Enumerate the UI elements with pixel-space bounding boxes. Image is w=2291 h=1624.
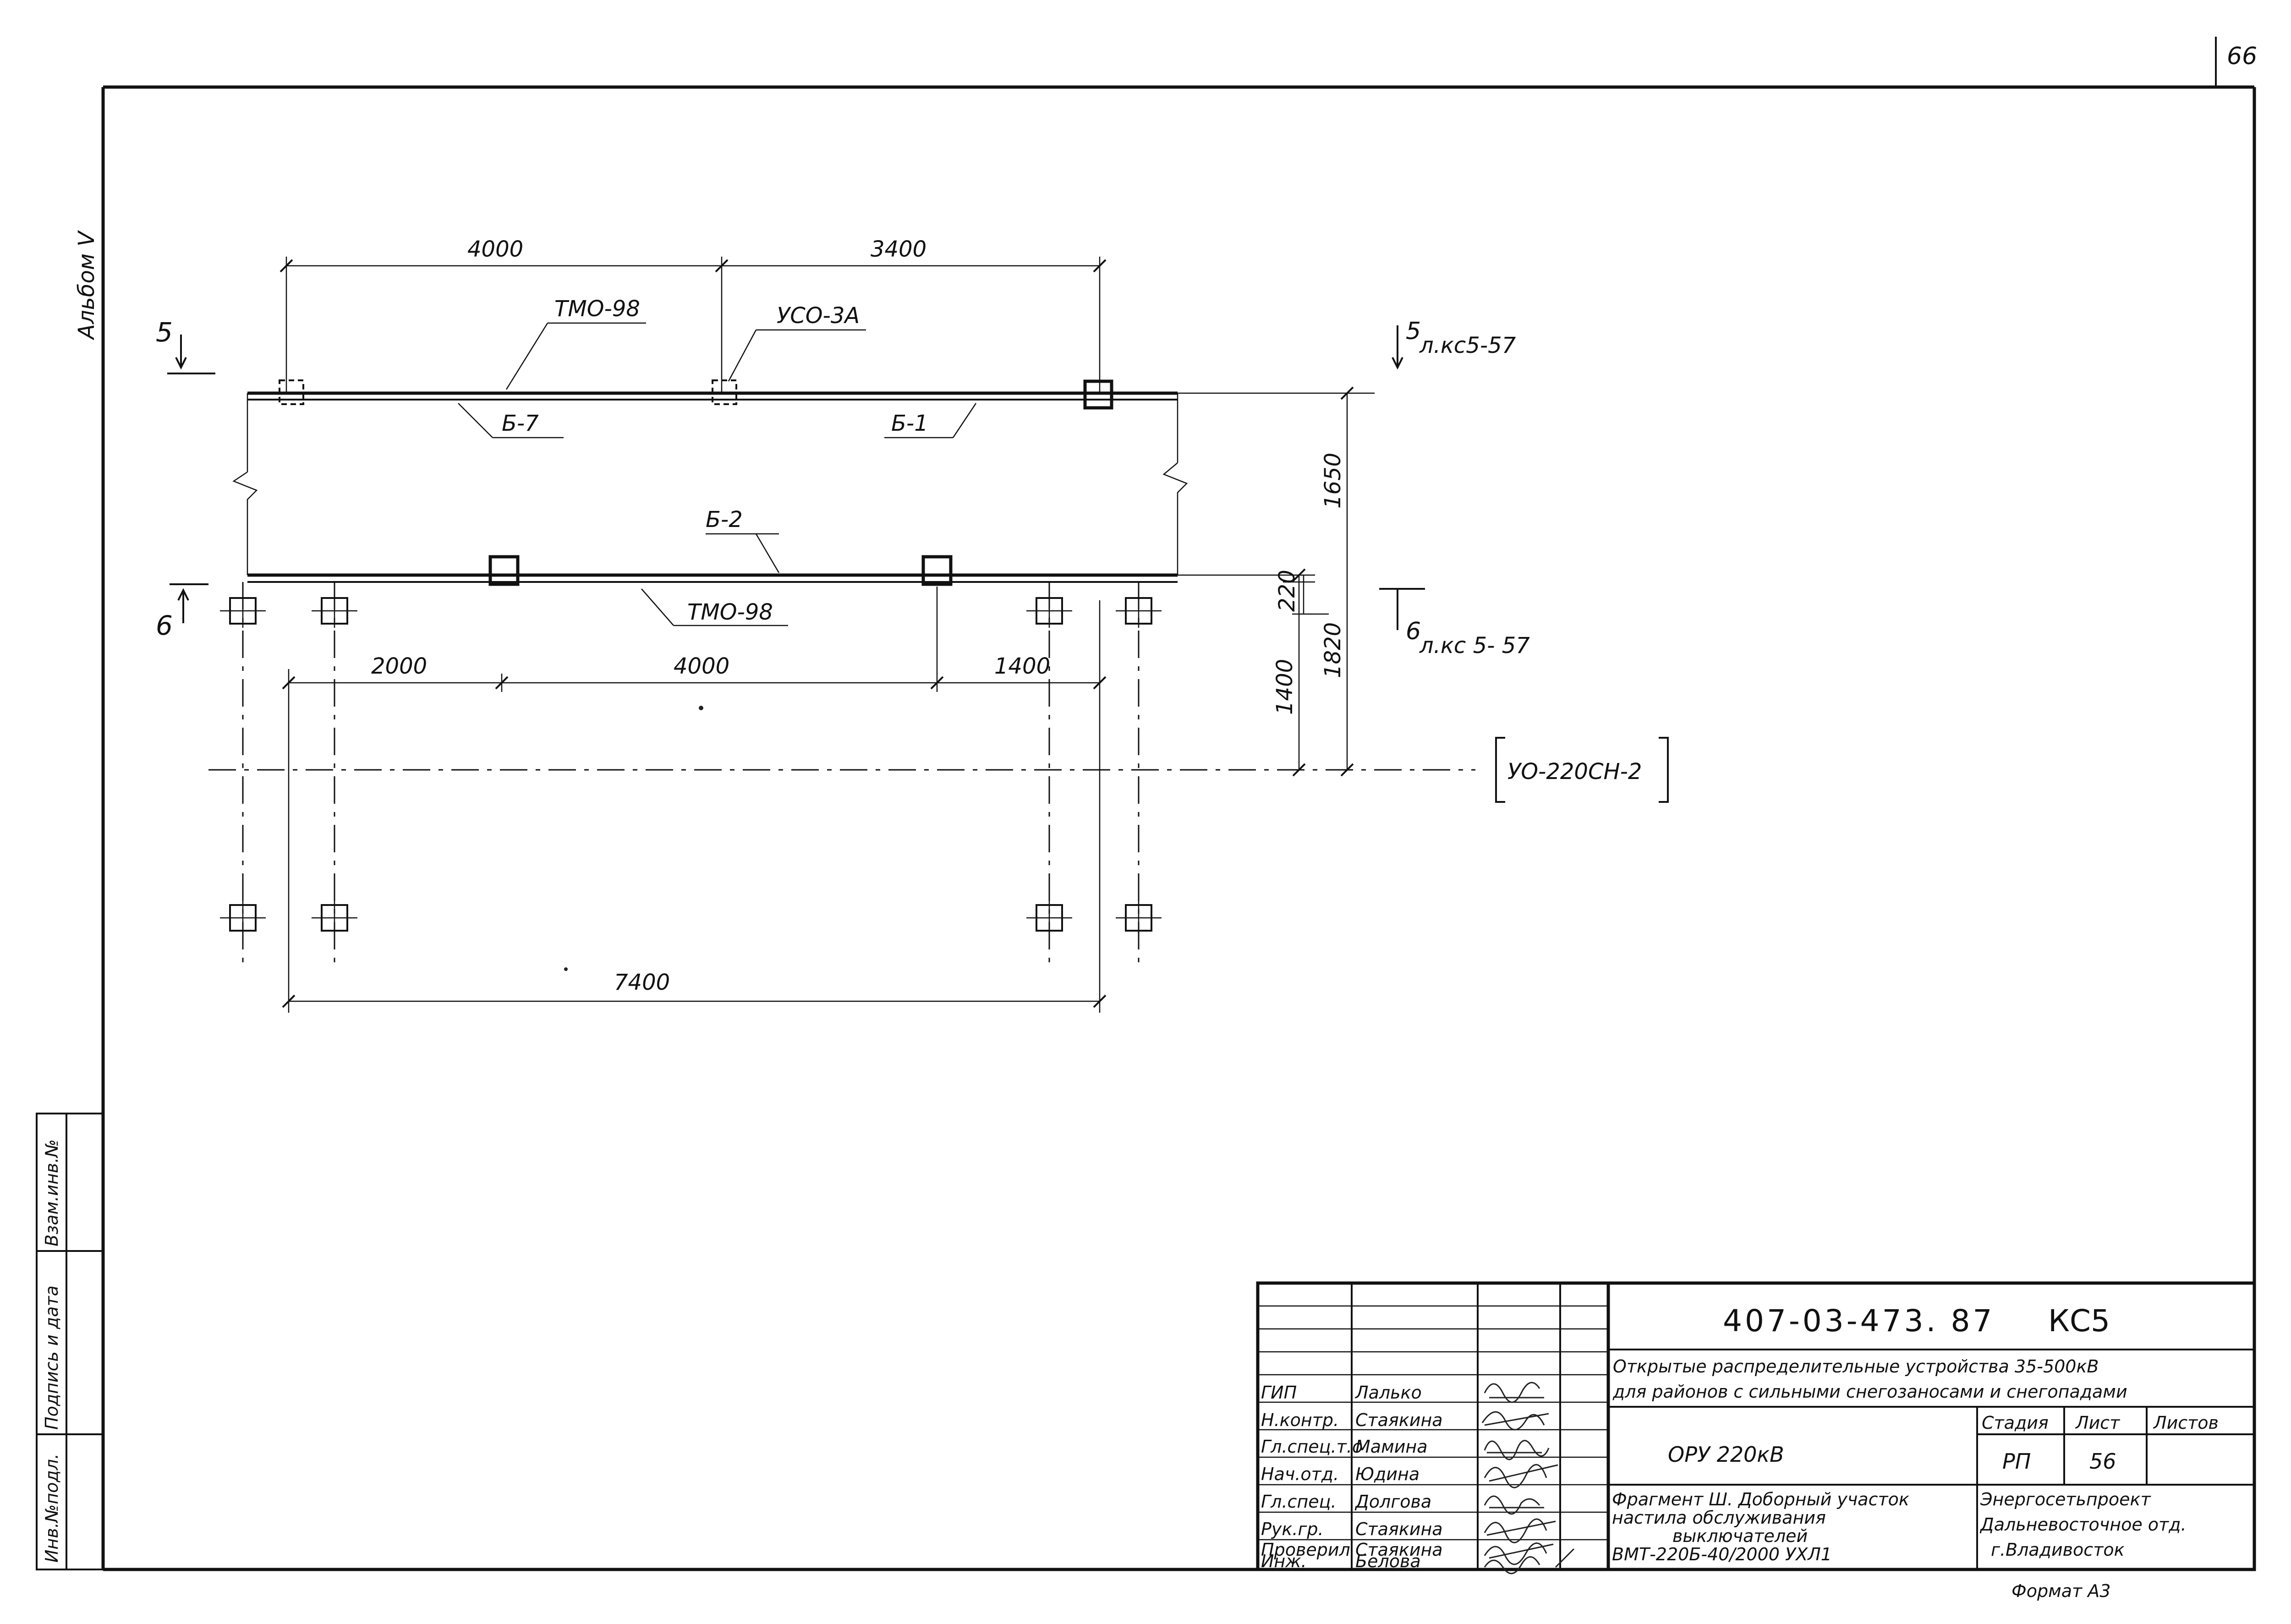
section-5-ref: л.кс5-57 bbox=[1419, 333, 1516, 358]
dim-bottom-4000: 4000 bbox=[674, 653, 729, 679]
bottom-dimension-chain bbox=[282, 587, 1107, 1013]
section-5-right-label: 5 bbox=[1406, 318, 1421, 345]
dim-bottom-2000: 2000 bbox=[371, 653, 427, 679]
leader-tmo-top bbox=[505, 322, 646, 390]
leader-b7 bbox=[458, 403, 564, 439]
staff-role: ГИП bbox=[1261, 1383, 1297, 1403]
post-top-mid bbox=[712, 379, 737, 405]
album-label: Альбом V bbox=[74, 230, 99, 340]
section-5-left-marker bbox=[167, 335, 215, 374]
label-b2: Б-2 bbox=[706, 507, 743, 532]
column-axes bbox=[208, 582, 1475, 962]
staff-role: Н.контр. bbox=[1261, 1410, 1339, 1430]
top-dimension-chain bbox=[280, 257, 1107, 394]
dim-overall-7400: 7400 bbox=[614, 970, 670, 995]
drawing-title-4: ВМТ-220Б-40/2000 УХЛ1 bbox=[1612, 1544, 1832, 1564]
section-6-ref: л.кс 5- 57 bbox=[1419, 633, 1530, 658]
label-equipment: УО-220СН-2 bbox=[1507, 759, 1642, 785]
dim-1820: 1820 bbox=[1320, 622, 1346, 678]
dim-top-4000: 4000 bbox=[467, 236, 523, 262]
section-5-right-marker bbox=[1392, 325, 1403, 370]
staff-name: Долгова bbox=[1354, 1492, 1431, 1512]
post-top-left bbox=[279, 379, 304, 405]
staff-name: Стаякина bbox=[1355, 1519, 1443, 1539]
set-code: КС5 bbox=[2048, 1303, 2110, 1339]
staff-role: Проверил bbox=[1261, 1540, 1350, 1560]
label-b1: Б-1 bbox=[891, 411, 928, 436]
leader-b2 bbox=[706, 533, 780, 573]
staff-name: Лалько bbox=[1354, 1383, 1422, 1403]
equipment-bracket bbox=[1495, 737, 1669, 803]
stage-header: Стадия bbox=[1982, 1413, 2049, 1433]
sheets-header: Листов bbox=[2153, 1413, 2219, 1433]
drawing-title-2: настила обслуживания bbox=[1612, 1508, 1826, 1528]
leader-tmo-bottom bbox=[641, 588, 788, 626]
staff-name: Стаякина bbox=[1355, 1410, 1443, 1430]
project-title-1: Открытые распределительные устройства 35… bbox=[1613, 1356, 2099, 1377]
staff-role: Рук.гр. bbox=[1261, 1519, 1324, 1539]
staff-role: Гл.спец.т.о bbox=[1261, 1437, 1363, 1457]
format-label: Формат А3 bbox=[2011, 1581, 2110, 1601]
label-uso: УСО-3А bbox=[777, 303, 860, 329]
stamp-sign-date: Подпись и дата bbox=[42, 1285, 62, 1430]
staff-name: Белова bbox=[1355, 1551, 1421, 1571]
dim-1400: 1400 bbox=[1272, 659, 1298, 715]
staff-name: Мамина bbox=[1355, 1437, 1428, 1457]
object-name: ОРУ 220кВ bbox=[1668, 1442, 1784, 1467]
scan-dot bbox=[564, 967, 568, 971]
label-tmo-top: ТМО-98 bbox=[554, 296, 640, 322]
lower-walkway bbox=[247, 573, 1315, 583]
org-name-1: Энергосетьпроект bbox=[1980, 1489, 2151, 1509]
section-6-left-marker bbox=[170, 583, 208, 623]
section-5-left-label: 5 bbox=[156, 317, 173, 348]
side-stamp bbox=[36, 1113, 104, 1570]
drawing-title-3: выключателей bbox=[1672, 1526, 1808, 1546]
staff-name: Стаякина bbox=[1355, 1540, 1443, 1560]
stage-value: РП bbox=[2002, 1449, 2031, 1474]
sheet-value: 56 bbox=[2089, 1449, 2116, 1474]
staff-role: Гл.спец. bbox=[1261, 1492, 1337, 1512]
foundation-posts bbox=[220, 593, 1162, 935]
signatures bbox=[1481, 1382, 1575, 1575]
stamp-replace-inv: Взам.инв.№ bbox=[42, 1139, 62, 1246]
section-6-right-marker bbox=[1379, 588, 1425, 630]
dim-1650: 1650 bbox=[1320, 453, 1346, 509]
drawing-frame bbox=[101, 37, 2256, 1571]
staff-role: Нач.отд. bbox=[1261, 1464, 1339, 1484]
dim-bottom-1400: 1400 bbox=[994, 653, 1050, 679]
leader-b1 bbox=[884, 403, 977, 439]
vertical-dimensions bbox=[1283, 386, 1354, 777]
sheet-header: Лист bbox=[2075, 1413, 2121, 1433]
staff-role: Инж. bbox=[1261, 1551, 1307, 1571]
section-6-left-label: 6 bbox=[156, 610, 173, 641]
leader-uso bbox=[728, 329, 866, 382]
title-block bbox=[1256, 1281, 2256, 1571]
post-mid-right bbox=[921, 555, 953, 586]
drawing-title-1: Фрагмент Ш. Доборный участок bbox=[1612, 1489, 1909, 1509]
project-title-2: для районов с сильными снегозаносами и с… bbox=[1612, 1382, 2127, 1402]
dim-220: 220 bbox=[1274, 570, 1300, 612]
upper-walkway bbox=[232, 391, 1375, 575]
section-6-right-label: 6 bbox=[1406, 618, 1421, 645]
stamp-inv-orig: Инв.№подл. bbox=[42, 1454, 62, 1563]
staff-name: Юдина bbox=[1355, 1464, 1420, 1484]
page-number: 66 bbox=[2227, 43, 2257, 70]
scan-dot bbox=[699, 706, 703, 710]
dim-top-3400: 3400 bbox=[871, 236, 926, 262]
post-mid-left bbox=[488, 555, 520, 586]
label-b7: Б-7 bbox=[502, 411, 539, 436]
doc-code: 407-03-473. 87 bbox=[1723, 1303, 1995, 1339]
post-top-right bbox=[1083, 379, 1113, 410]
org-name-2: Дальневосточное отд. bbox=[1979, 1514, 2187, 1535]
org-name-3: г.Владивосток bbox=[1991, 1540, 2125, 1560]
label-tmo-bottom: ТМО-98 bbox=[687, 599, 773, 625]
